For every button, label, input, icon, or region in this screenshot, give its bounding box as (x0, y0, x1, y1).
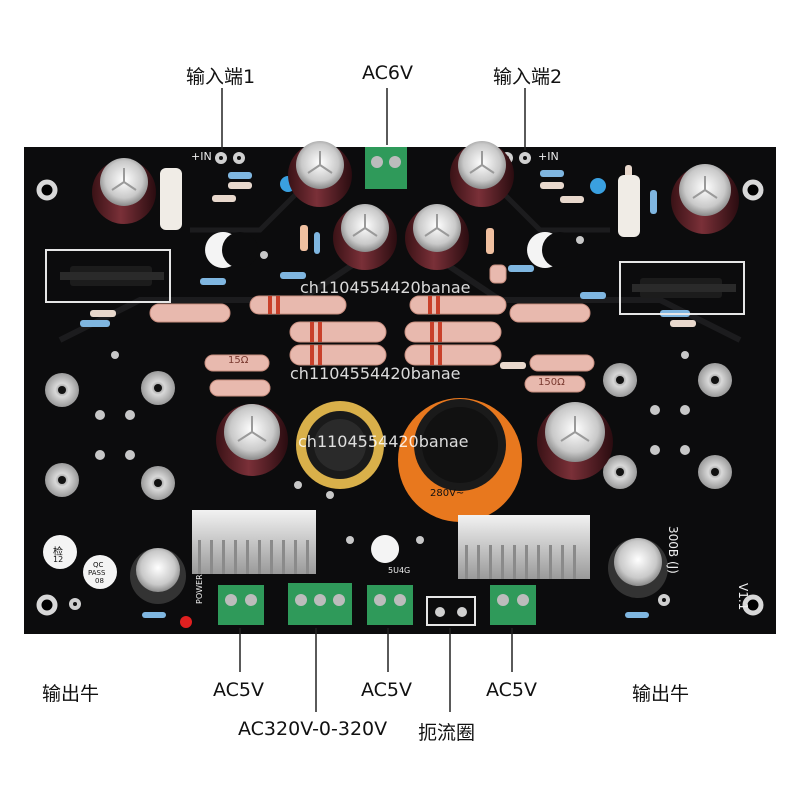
resistor-150-label: 150Ω (538, 377, 565, 388)
watermark-2: ch1104554420banae (290, 364, 461, 383)
silkscreen-in-right: +IN (538, 150, 559, 163)
silkscreen-version: V1.1 (736, 583, 750, 611)
sticker-qc-no: 08 (95, 577, 104, 585)
power-led (180, 616, 192, 628)
callout-input-1: 输入端1 (186, 66, 256, 88)
silkscreen-model: 300B (J) (666, 526, 680, 574)
watermark-3: ch1104554420banae (298, 432, 469, 451)
blue-capacitor-right (590, 178, 606, 194)
cap-vent-marks (111, 151, 718, 442)
film-capacitors (45, 249, 745, 315)
ground-pads (45, 363, 732, 500)
tube-socket-left (222, 232, 258, 268)
silkscreen-power: POWER (195, 574, 204, 604)
callout-lines (221, 88, 526, 712)
small-caps-bottom (130, 538, 668, 604)
watermark-1: ch1104554420banae (300, 278, 471, 297)
callout-ac6v: AC6V (362, 62, 414, 84)
sticker-pass: PASS (88, 569, 106, 577)
resistor-bands (268, 296, 442, 365)
heatsinks (192, 510, 590, 579)
terminal-blocks (218, 147, 536, 626)
callout-input-2: 输入端2 (493, 66, 563, 88)
sticker-qc: QC (93, 561, 104, 569)
tube-socket-right (542, 232, 578, 268)
callout-ac5v-mid: AC5V (361, 679, 413, 701)
cap-rating: 280V~ (430, 488, 465, 499)
callout-choke: 扼流圈 (418, 722, 476, 744)
resistor-15-label: 15Ω (228, 355, 249, 366)
sticker-inspect-no: 12 (53, 555, 64, 564)
callout-output-left: 输出牛 (42, 683, 100, 705)
silkscreen-5u4g: 5U4G (388, 566, 411, 575)
callout-output-right: 输出牛 (632, 683, 690, 705)
qc-stickers (43, 535, 117, 589)
output-pins (69, 594, 670, 610)
sticker-inspect: 检 (53, 547, 63, 558)
callout-ac320v: AC320V-0-320V (238, 718, 388, 740)
callout-ac5v-left: AC5V (213, 679, 265, 701)
power-resistor-15k (160, 168, 640, 237)
small-resistors (80, 165, 696, 618)
mounting-holes (36, 179, 764, 616)
callout-ac5v-right: AC5V (486, 679, 538, 701)
silkscreen-in-left: +IN (191, 150, 212, 163)
